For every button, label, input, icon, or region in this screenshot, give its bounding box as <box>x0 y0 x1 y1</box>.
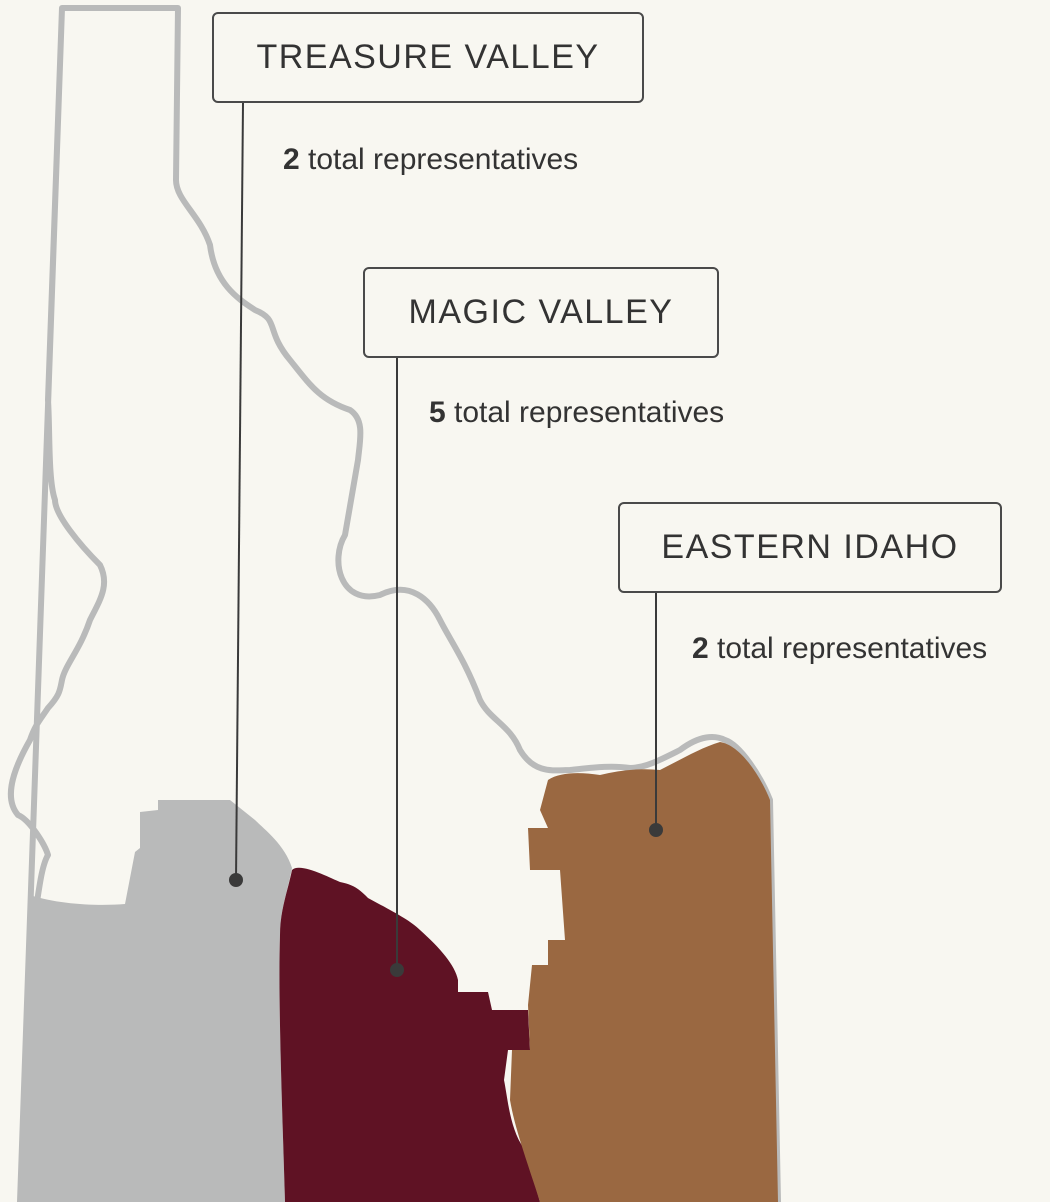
eastern-idaho-count: 2 <box>692 632 709 665</box>
eastern-idaho-representatives: 2 total representatives <box>692 632 987 666</box>
magic-valley-representatives: 5 total representatives <box>429 396 724 430</box>
treasure-valley-count: 2 <box>283 143 300 176</box>
magic-valley-rep-suffix: total representatives <box>445 396 725 429</box>
magic-valley-marker-dot <box>390 963 404 977</box>
eastern-idaho-marker-dot <box>649 823 663 837</box>
treasure-valley-rep-suffix: total representatives <box>299 143 579 176</box>
magic-valley-region <box>279 867 540 1202</box>
eastern-idaho-label-box: EASTERN IDAHO <box>618 502 1002 593</box>
magic-valley-name: MAGIC VALLEY <box>408 293 674 331</box>
magic-valley-count: 5 <box>429 396 446 429</box>
treasure-valley-label-box: TREASURE VALLEY <box>212 12 644 103</box>
magic-valley-label-box: MAGIC VALLEY <box>363 267 719 358</box>
eastern-idaho-region <box>510 742 778 1202</box>
state-outline <box>7 5 781 1202</box>
treasure-valley-marker-dot <box>229 873 243 887</box>
eastern-idaho-name: EASTERN IDAHO <box>661 528 959 566</box>
treasure-valley-representatives: 2 total representatives <box>283 143 578 177</box>
treasure-valley-name: TREASURE VALLEY <box>256 38 600 76</box>
eastern-idaho-rep-suffix: total representatives <box>708 632 988 665</box>
treasure-valley-region <box>20 800 292 1202</box>
treasure-valley-leader-line <box>235 102 244 881</box>
